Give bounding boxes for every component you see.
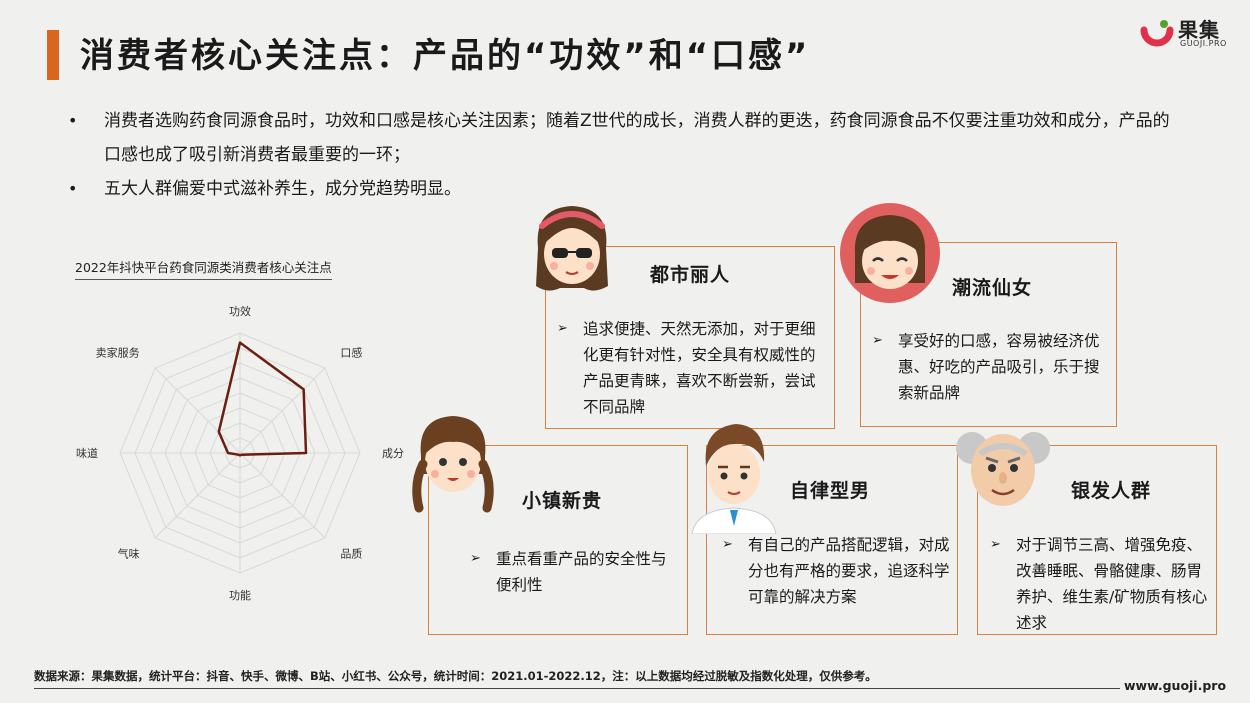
persona-card-town-rich (428, 445, 688, 635)
radar-axis-label: 气味 (118, 546, 140, 560)
footer-url[interactable]: www.guoji.pro (1124, 678, 1227, 693)
radar-axis-spoke (239, 367, 326, 454)
page-title: 消费者核心关注点：产品的“功效”和“口感” (80, 36, 811, 76)
brand-logo: 果集 GUOJI.PRO (1140, 12, 1240, 52)
radar-axis-label: 成分 (382, 447, 404, 460)
radar-axis-label: 功效 (229, 304, 251, 318)
radar-axis-label: 口感 (340, 347, 362, 360)
brand-logo-icon (1140, 20, 1174, 47)
persona-name: 小镇新贵 (522, 490, 603, 512)
title-accent-bar (47, 30, 59, 80)
persona-desc: ➢ 对于调节三高、增强免疫、改善睡眠、骨骼健康、肠胃养护、维生素/矿物质有核心述… (990, 532, 1212, 636)
persona-desc-text: 享受好的口感，容易被经济优惠、好吃的产品吸引，乐于搜索新品牌 (898, 332, 1100, 402)
arrow-right-icon: ➢ (990, 537, 1001, 552)
persona-name: 银发人群 (1071, 480, 1152, 502)
radar-axis-label: 味道 (76, 446, 98, 460)
persona-card-urban-lady (545, 246, 835, 429)
radar-axis-spoke (154, 367, 241, 454)
summary-bullet: 消费者选购药食同源食品时，功效和口感是核心关注因素；随着Z世代的成长，消费人群的… (68, 104, 1178, 172)
radar-axis-spoke (154, 452, 241, 539)
arrow-right-icon: ➢ (722, 537, 733, 552)
summary-bullet: 五大人群偏爱中式滋补养生，成分党趋势明显。 (68, 172, 1178, 206)
trendy-girl-avatar-icon (840, 203, 940, 303)
disciplined-man-avatar-icon (691, 424, 777, 534)
radar-axis-label: 卖家服务 (96, 346, 140, 360)
persona-desc-text: 有自己的产品搭配逻辑，对成分也有严格的要求，追逐科学可靠的解决方案 (748, 536, 950, 606)
brand-logo-name: 果集 (1178, 18, 1220, 42)
persona-name: 潮流仙女 (952, 277, 1033, 299)
persona-desc: ➢ 享受好的口感，容易被经济优惠、好吃的产品吸引，乐于搜索新品牌 (872, 328, 1112, 406)
town-rich-avatar-icon (412, 416, 494, 513)
radar-axis-label: 功能 (229, 588, 251, 602)
persona-name: 自律型男 (790, 480, 871, 502)
silver-hair-avatar-icon (956, 432, 1050, 506)
persona-desc: ➢ 追求便捷、天然无添加，对于更细化更有针对性，安全具有权威性的产品更青睐，喜欢… (557, 316, 827, 420)
persona-card-trendy-girl (860, 242, 1117, 427)
persona-card-disciplined-man (706, 445, 958, 635)
persona-name: 都市丽人 (650, 264, 731, 286)
summary-bullets: 消费者选购药食同源食品时，功效和口感是核心关注因素；随着Z世代的成长，消费人群的… (68, 104, 1178, 206)
arrow-right-icon: ➢ (872, 333, 883, 348)
brand-logo-sub: GUOJI.PRO (1180, 39, 1227, 48)
arrow-right-icon: ➢ (470, 551, 481, 566)
footer-divider (34, 688, 1120, 689)
persona-desc-text: 追求便捷、天然无添加，对于更细化更有针对性，安全具有权威性的产品更青睐，喜欢不断… (583, 320, 816, 416)
urban-lady-avatar-icon (536, 206, 608, 291)
radar-axis-spoke (239, 452, 326, 539)
footer-source: 数据来源：果集数据，统计平台：抖音、快手、微博、B站、小红书、公众号，统计时间：… (34, 669, 877, 683)
chart-title: 2022年抖快平台药食同源类消费者核心关注点 (75, 257, 332, 280)
radar-axis-label: 品质 (340, 547, 362, 560)
persona-desc-text: 对于调节三高、增强免疫、改善睡眠、骨骼健康、肠胃养护、维生素/矿物质有核心述求 (1016, 536, 1208, 632)
persona-desc-text: 重点看重产品的安全性与便利性 (496, 550, 667, 594)
radar-series-line (217, 341, 308, 457)
arrow-right-icon: ➢ (557, 321, 568, 336)
persona-desc: ➢ 有自己的产品搭配逻辑，对成分也有严格的要求，追逐科学可靠的解决方案 (722, 532, 954, 610)
persona-desc: ➢ 重点看重产品的安全性与便利性 (470, 546, 670, 598)
persona-card-silver-hair (977, 445, 1217, 635)
